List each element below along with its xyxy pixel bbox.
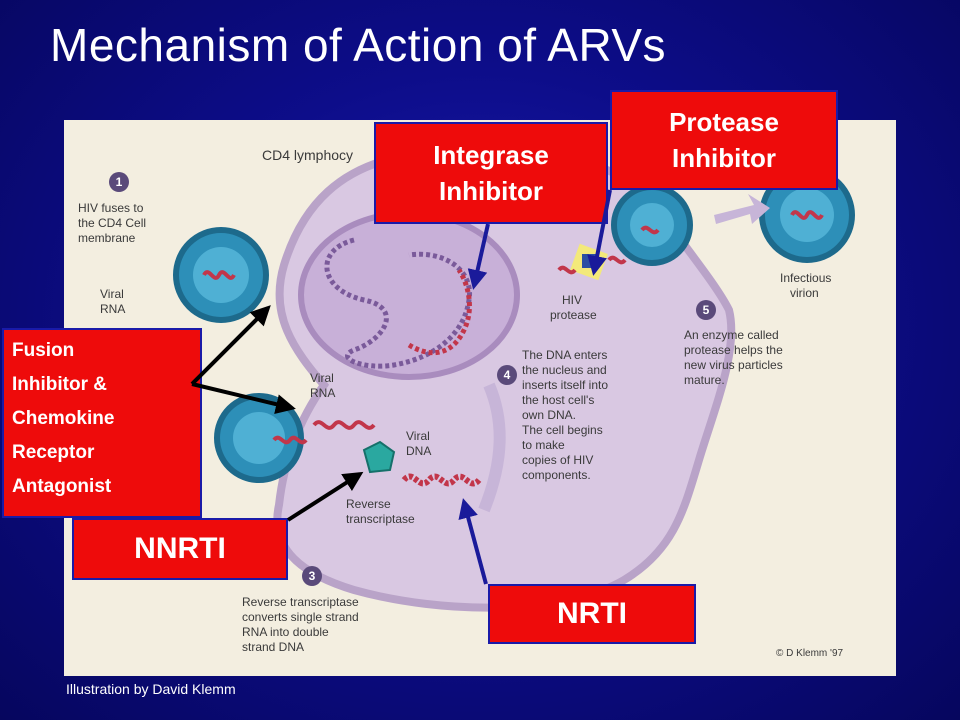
step4-arrow — [478, 382, 506, 513]
viral-rna-label: Viral — [100, 287, 124, 301]
fusion-line-1: Fusion — [12, 340, 75, 361]
step4-line: copies of HIV — [522, 453, 593, 467]
inserted-viral-dna — [407, 268, 472, 356]
copyright-label: © D Klemm '97 — [776, 648, 844, 659]
nucleus-dna — [324, 237, 473, 369]
fusion-line-3: Chemokine — [12, 408, 115, 429]
step5-number: 5 — [703, 303, 710, 317]
infectious-virion — [759, 167, 855, 263]
step3-text: Reverse transcriptase converts single st… — [242, 595, 359, 654]
step4-line: The cell begins — [522, 423, 603, 437]
step4-line: components. — [522, 468, 591, 482]
cd4-lymphocyte-label: CD4 lymphocy — [262, 147, 353, 163]
step4-line: the host cell's — [522, 393, 594, 407]
step5-line: protease helps the — [684, 343, 783, 357]
step4-line: to make — [522, 438, 565, 452]
viral-dna-label: DNA — [406, 444, 431, 458]
illustration-credit: Illustration by David Klemm — [66, 681, 236, 697]
viral-rna-label: RNA — [100, 302, 125, 316]
step5-badge — [696, 300, 716, 320]
nnrti-text: NNRTI — [134, 532, 226, 565]
infectious-virion-label: virion — [790, 286, 819, 300]
step5-line: An enzyme called — [684, 328, 779, 342]
step1-badge — [109, 172, 129, 192]
step4-line: The DNA enters — [522, 348, 607, 362]
infectious-virion-label: Infectious — [780, 271, 831, 285]
step1-line: the CD4 Cell — [78, 216, 146, 230]
hiv-protease-label: HIV — [562, 293, 582, 307]
viral-dna-label: Viral — [406, 429, 430, 443]
reverse-transcriptase-label: Reverse — [346, 497, 391, 511]
step3-line: RNA into double — [242, 625, 329, 639]
step4-line: the nucleus and — [522, 363, 607, 377]
nrti-label: NRTI — [488, 584, 696, 644]
step3-number: 3 — [309, 569, 316, 583]
step4-line: inserts itself into — [522, 378, 608, 392]
nnrti-label: NNRTI — [72, 518, 288, 580]
step1-text: HIV fuses to the CD4 Cell membrane — [78, 201, 146, 245]
integrase-line-2: Inhibitor — [439, 176, 543, 206]
step4-line: own DNA. — [522, 408, 576, 422]
step3-line: strand DNA — [242, 640, 304, 654]
integrase-inhibitor-label: Integrase Inhibitor — [374, 122, 608, 224]
fusion-line-5: Antagonist — [12, 476, 112, 497]
fusion-inhibitor-label: Fusion Inhibitor & Chemokine Receptor An… — [2, 328, 202, 518]
step5-line: mature. — [684, 373, 725, 387]
step4-badge — [497, 365, 517, 385]
nucleus — [298, 210, 520, 380]
budding-virus — [611, 184, 693, 266]
reverse-transcriptase-label: transcriptase — [346, 512, 415, 526]
protease-line-2: Inhibitor — [672, 143, 776, 173]
slide-title: Mechanism of Action of ARVs — [50, 19, 667, 71]
step1-number: 1 — [116, 175, 123, 189]
viral-rna-inner-label: RNA — [310, 386, 335, 400]
reverse-transcriptase-enzyme — [362, 440, 396, 474]
step5-line: new virus particles — [684, 358, 783, 372]
fusion-line-4: Receptor — [12, 442, 95, 463]
viral-rna-inner-label: Viral — [310, 371, 334, 385]
fusion-line-2: Inhibitor & — [12, 374, 107, 395]
viral-rna-strand — [312, 420, 376, 430]
step4-text: The DNA enters the nucleus and inserts i… — [522, 348, 608, 482]
hiv-protease-label: protease — [550, 308, 597, 322]
release-arrow — [714, 194, 770, 224]
step5-text: An enzyme called protease helps the new … — [684, 328, 783, 387]
hiv-virus-top-left — [173, 227, 269, 323]
step4-number: 4 — [504, 368, 511, 382]
viral-dna-strand — [401, 473, 482, 487]
protease-line-1: Protease — [669, 107, 779, 137]
integrase-line-1: Integrase — [433, 140, 549, 170]
step3-badge — [302, 566, 322, 586]
nrti-text: NRTI — [557, 597, 627, 630]
step1-line: HIV fuses to — [78, 201, 144, 215]
hiv-virus-fusing — [214, 393, 308, 483]
step3-line: Reverse transcriptase — [242, 595, 359, 609]
protease-inhibitor-label: Protease Inhibitor — [610, 90, 838, 190]
step1-line: membrane — [78, 231, 136, 245]
step3-line: converts single strand — [242, 610, 359, 624]
